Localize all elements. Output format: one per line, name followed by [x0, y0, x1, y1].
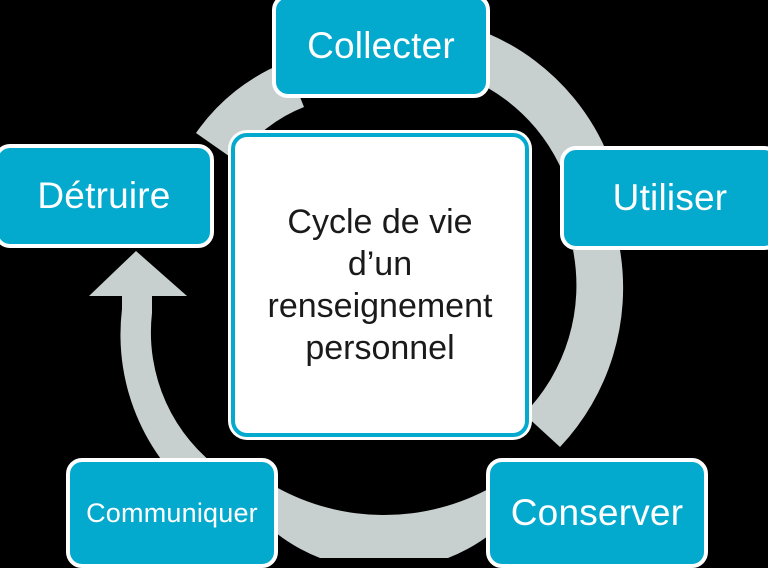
- cycle-arrowhead-icon: [89, 251, 187, 313]
- center-hub: Cycle de vie d’un renseignement personne…: [231, 133, 529, 437]
- node-detruire[interactable]: Détruire: [0, 144, 214, 248]
- node-communiquer-label: Communiquer: [86, 497, 258, 528]
- node-collecter[interactable]: Collecter: [272, 0, 490, 98]
- center-hub-label: Cycle de vie d’un renseignement personne…: [267, 202, 493, 368]
- node-conserver-label: Conserver: [510, 491, 684, 533]
- node-communiquer[interactable]: Communiquer: [66, 458, 278, 568]
- node-detruire-label: Détruire: [37, 174, 171, 216]
- arc-utiliser-to-conserver: [524, 250, 624, 447]
- node-collecter-label: Collecter: [307, 24, 455, 66]
- arc-conserver-to-communiquer: [276, 487, 492, 558]
- arc-communiquer-to-detruire: [120, 297, 224, 509]
- node-utiliser-label: Utiliser: [612, 176, 728, 218]
- node-conserver[interactable]: Conserver: [486, 458, 708, 568]
- node-utiliser[interactable]: Utiliser: [560, 146, 768, 250]
